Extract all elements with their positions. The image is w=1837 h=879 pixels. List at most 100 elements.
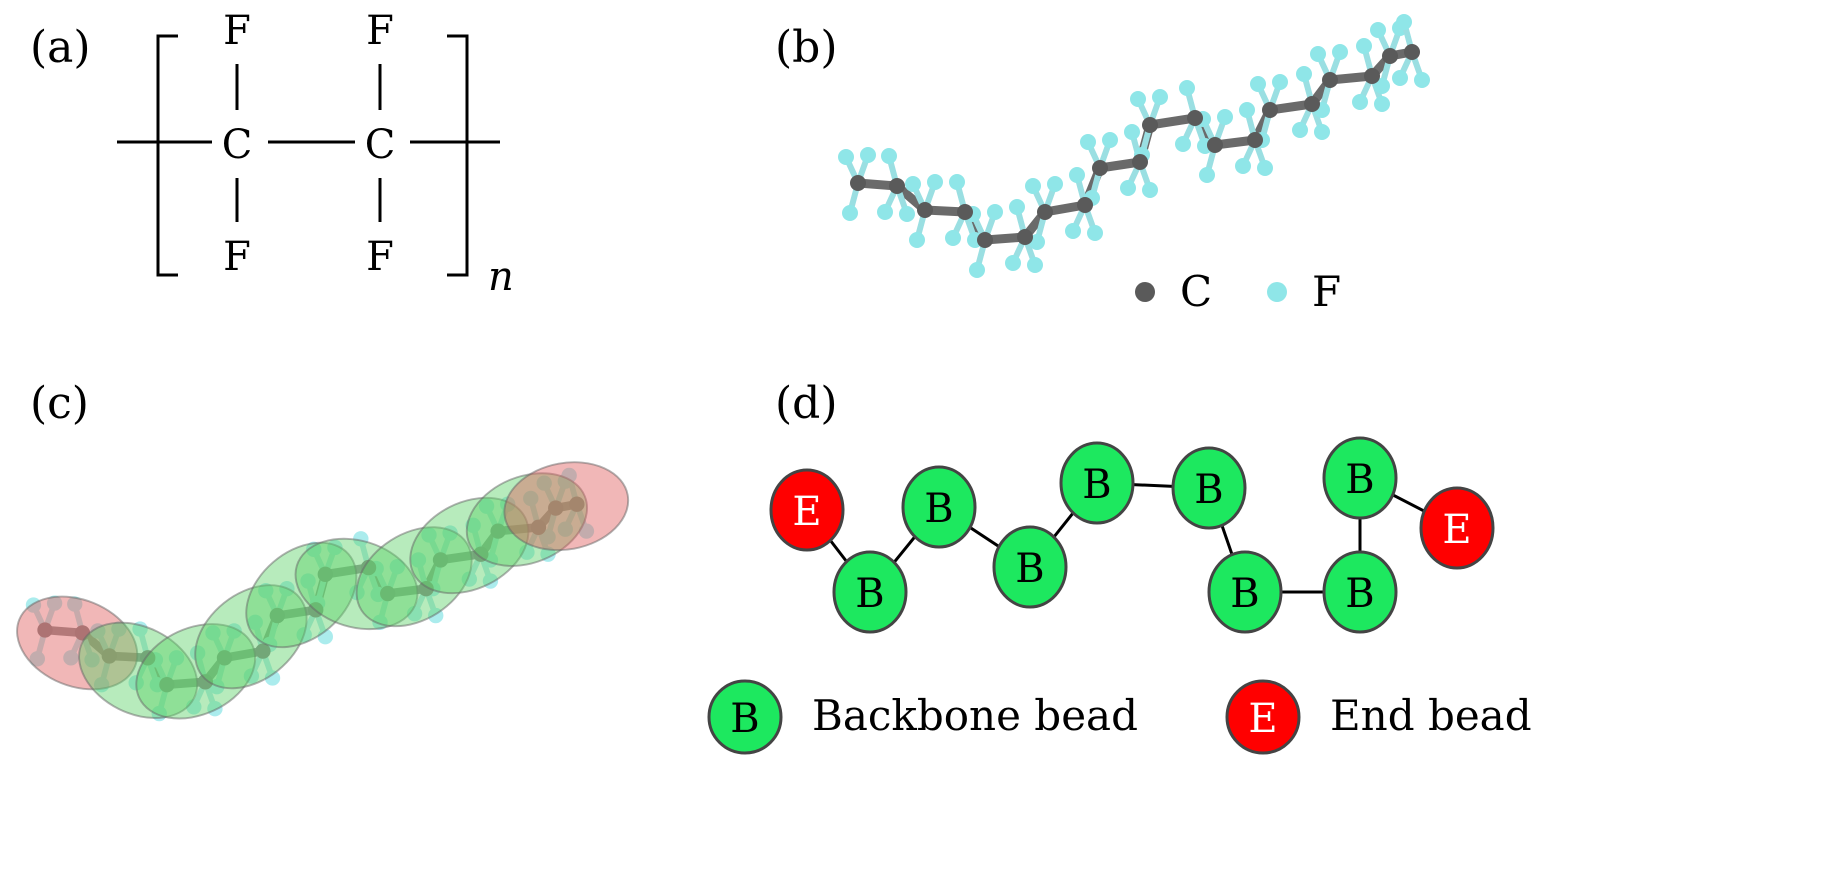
fluorine-atom (838, 149, 854, 165)
fluorine-atom (264, 670, 281, 686)
carbon-atom (548, 500, 564, 516)
fluorine-atom (909, 232, 925, 248)
backbone-bead (901, 465, 977, 549)
fluorine-atom (1080, 134, 1096, 150)
carbon-atom (1077, 197, 1093, 213)
fluorine-atom (421, 527, 437, 543)
carbon-atom (1142, 117, 1158, 133)
fluorine-atom (1250, 76, 1266, 92)
legend-carbon-dot (1135, 282, 1155, 302)
fluorine-atom (247, 614, 263, 630)
bead-symbol: B (1082, 462, 1111, 508)
carbon-atom (269, 607, 285, 624)
fluorine-atom (168, 650, 185, 666)
fluorine-atom (540, 529, 556, 545)
fluorine-atom (1175, 136, 1191, 152)
atom-f: F (223, 234, 251, 280)
carbon-atom (1092, 160, 1108, 176)
carbon-atom (197, 674, 213, 690)
atom-f: F (223, 8, 251, 54)
carbon-atom (1382, 48, 1398, 64)
carbon-atom (1017, 229, 1033, 245)
fluorine-atom (1370, 22, 1386, 38)
carbon-atom (569, 496, 585, 512)
fluorine-atom (300, 573, 316, 589)
bead-symbol: B (1194, 467, 1223, 513)
backbone-bead (1322, 436, 1398, 520)
carbon-atom (1304, 96, 1320, 112)
carbon-atom (255, 643, 271, 659)
carbon-atom (37, 622, 53, 638)
fluorine-atom (258, 582, 274, 599)
fluorine-atom (927, 174, 943, 190)
legend-end-text: End bead (1330, 691, 1532, 740)
fluorine-atom (189, 645, 206, 661)
fluorine-atom (67, 596, 83, 612)
fluorine-atom (84, 652, 100, 668)
fluorine-atom (1217, 109, 1233, 125)
backbone-group-ellipse (135, 623, 257, 720)
fluorine-atom (860, 147, 876, 163)
repeat-subscript-n: n (488, 254, 514, 300)
bead-symbol: B (1345, 457, 1374, 503)
carbon-atom (360, 559, 377, 576)
right-bracket (447, 34, 469, 277)
fluorine-atom (1102, 132, 1118, 148)
fluorine-atom (1047, 176, 1063, 192)
carbon-atom (1037, 204, 1053, 220)
carbon-atom (1364, 68, 1380, 84)
fluorine-atom (561, 467, 577, 484)
legend-backbone-text: Backbone bead (812, 691, 1138, 740)
fluorine-atom (63, 650, 79, 666)
carbon-atom (317, 566, 333, 582)
panel-d-label: (d) (775, 378, 838, 429)
panel-c: (c) (16, 378, 630, 722)
fluorine-atom (969, 262, 985, 278)
carbon-atom (159, 677, 175, 693)
fluorine-atom (881, 148, 897, 164)
fluorine-atom (1356, 38, 1372, 54)
bead-symbol: E (1442, 507, 1471, 553)
panel-c-label: (c) (30, 378, 89, 429)
fluorine-atom (899, 206, 915, 222)
legend-end-bead (1225, 679, 1301, 755)
atom-f: F (366, 234, 394, 280)
fluorine-atom (1009, 199, 1025, 215)
fluorine-atom (877, 204, 893, 220)
fluorine-atom (1374, 96, 1390, 112)
backbone-bead (1207, 550, 1283, 634)
fluorine-atom (905, 176, 921, 192)
fluorine-atom (372, 614, 388, 630)
carbon-atom (473, 546, 489, 562)
carbon-atom (1247, 132, 1263, 148)
backbone-bead (1059, 441, 1135, 525)
fluorine-atom (1239, 102, 1255, 118)
atom-f: F (366, 8, 394, 54)
panel-a: (a) F F C C F F n (30, 8, 514, 300)
carbon-atom (216, 650, 233, 666)
fluorine-atom (46, 595, 63, 611)
structural-formula-bonds (117, 34, 500, 277)
panel-b-label: (b) (775, 22, 838, 73)
fluorine-atom (1120, 180, 1136, 196)
carbon-atom (380, 585, 396, 602)
fluorine-atom (353, 531, 369, 547)
bead-symbol: B (1345, 571, 1374, 617)
carbon-atom (490, 523, 506, 539)
carbon-atom (1132, 154, 1148, 170)
carbon-atom (1262, 102, 1278, 118)
ptfe-molecule-ball-stick (838, 14, 1430, 278)
fluorine-atom (1065, 223, 1081, 239)
backbone-bead (1322, 550, 1398, 634)
legend-fluorine-label: F (1312, 267, 1341, 316)
atom-c: C (222, 122, 253, 168)
fluorine-atom (1352, 94, 1368, 110)
carbon-atom (530, 519, 547, 535)
legend-end-symbol: E (1248, 696, 1277, 742)
fluorine-atom (1310, 46, 1326, 62)
fluorine-atom (949, 174, 965, 190)
backbone-bead (832, 550, 908, 634)
fluorine-atom (842, 205, 858, 221)
